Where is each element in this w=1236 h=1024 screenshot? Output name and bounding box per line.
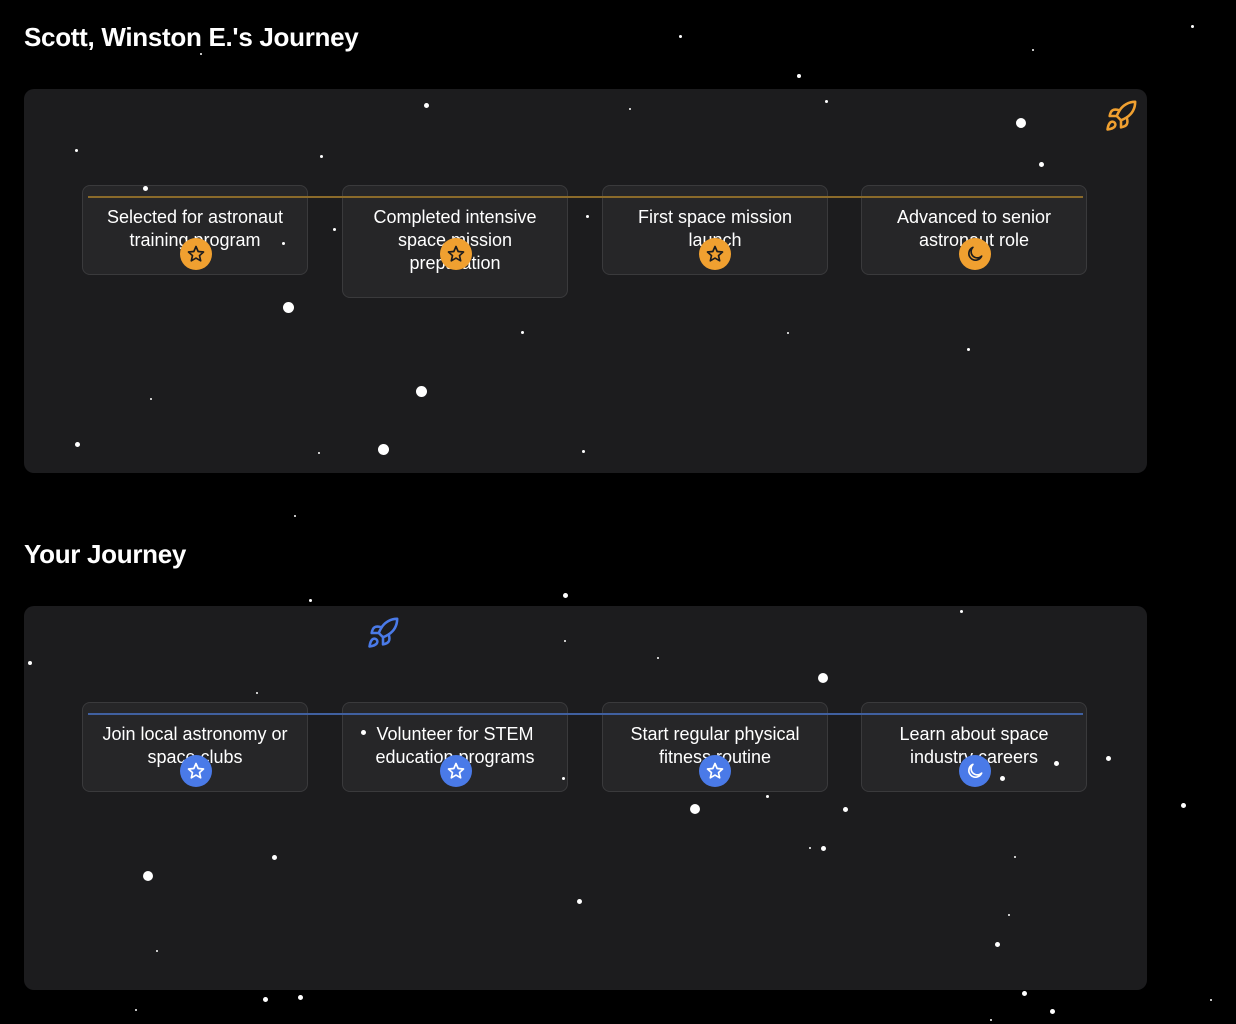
star-dot bbox=[994, 941, 1000, 947]
star-icon bbox=[440, 755, 472, 787]
star-dot bbox=[1105, 755, 1111, 761]
star-dot bbox=[809, 847, 811, 849]
star-dot bbox=[294, 515, 296, 517]
timeline-line bbox=[88, 196, 1083, 198]
star-icon bbox=[180, 238, 212, 270]
star-dot bbox=[332, 227, 336, 231]
star-dot bbox=[308, 598, 312, 602]
star-dot bbox=[360, 729, 366, 735]
star-dot bbox=[787, 332, 789, 334]
star-dot bbox=[959, 609, 963, 613]
star-dot bbox=[271, 854, 277, 860]
star-dot bbox=[657, 657, 659, 659]
star-dot bbox=[690, 804, 700, 814]
star-dot bbox=[1190, 24, 1194, 28]
star-dot bbox=[1014, 856, 1016, 858]
star-dot bbox=[966, 347, 970, 351]
star-dot bbox=[135, 1009, 137, 1011]
star-icon bbox=[699, 755, 731, 787]
star-icon bbox=[699, 238, 731, 270]
star-dot bbox=[576, 898, 582, 904]
journey-panel-scott: Selected for astronaut training program … bbox=[24, 89, 1147, 473]
moon-icon bbox=[959, 755, 991, 787]
star-dot bbox=[1016, 118, 1026, 128]
rocket-icon bbox=[1106, 100, 1137, 131]
star-dot bbox=[797, 74, 801, 78]
star-dot bbox=[564, 640, 566, 642]
rocket-icon bbox=[368, 617, 399, 648]
star-dot bbox=[281, 241, 285, 245]
star-dot bbox=[262, 996, 268, 1002]
section-title-your-journey: Your Journey bbox=[24, 539, 187, 569]
star-icon bbox=[180, 755, 212, 787]
star-dot bbox=[990, 1019, 992, 1021]
star-dot bbox=[282, 301, 294, 313]
star-dot bbox=[74, 441, 80, 447]
star-dot bbox=[1032, 49, 1034, 51]
star-dot bbox=[200, 53, 202, 55]
star-dot bbox=[999, 775, 1005, 781]
star-dot bbox=[142, 185, 148, 191]
star-dot bbox=[415, 385, 427, 397]
star-dot bbox=[842, 806, 848, 812]
milestone-card[interactable]: Join local astronomy or space clubs bbox=[82, 702, 308, 792]
star-dot bbox=[256, 692, 258, 694]
star-dot bbox=[1021, 990, 1027, 996]
journey-panel-yours: Join local astronomy or space clubs Volu… bbox=[24, 606, 1147, 990]
star-dot bbox=[678, 34, 682, 38]
star-dot bbox=[1210, 999, 1212, 1001]
star-dot bbox=[143, 871, 153, 881]
star-dot bbox=[1038, 161, 1044, 167]
star-dot bbox=[824, 99, 828, 103]
star-dot bbox=[629, 108, 631, 110]
star-dot bbox=[318, 452, 320, 454]
milestone-card[interactable]: Volunteer for STEM education programs bbox=[342, 702, 568, 792]
star-dot bbox=[1053, 760, 1059, 766]
star-dot bbox=[562, 592, 568, 598]
star-dot bbox=[1008, 914, 1010, 916]
star-dot bbox=[561, 776, 565, 780]
moon-icon bbox=[959, 238, 991, 270]
star-dot bbox=[820, 845, 826, 851]
star-dot bbox=[585, 214, 589, 218]
star-dot bbox=[150, 398, 152, 400]
star-dot bbox=[581, 449, 585, 453]
star-dot bbox=[377, 443, 389, 455]
timeline-line bbox=[88, 713, 1083, 715]
star-dot bbox=[28, 661, 32, 665]
star-dot bbox=[520, 330, 524, 334]
star-dot bbox=[1049, 1008, 1055, 1014]
milestone-label: Join local astronomy or space clubs bbox=[102, 724, 288, 767]
star-dot bbox=[423, 102, 429, 108]
star-icon bbox=[440, 238, 472, 270]
star-dot bbox=[297, 994, 303, 1000]
star-dot bbox=[765, 794, 769, 798]
star-dot bbox=[818, 673, 828, 683]
star-dot bbox=[156, 950, 158, 952]
star-dot bbox=[319, 154, 323, 158]
star-dot bbox=[74, 148, 78, 152]
star-dot bbox=[1180, 802, 1186, 808]
section-title-scott-journey: Scott, Winston E.'s Journey bbox=[24, 22, 359, 52]
